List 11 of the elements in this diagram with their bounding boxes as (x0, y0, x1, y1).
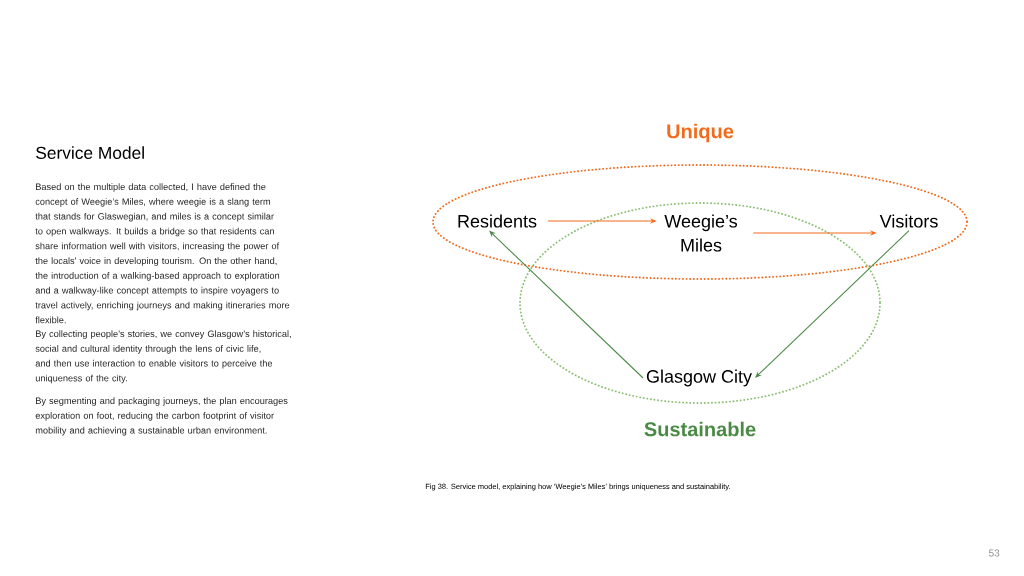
group-label: Unique (667, 123, 734, 143)
paragraph: Based on the multiple data collected, I have defined the concept of Weegie’s Miles, where weegie is a slang term that stands for Glaswegian, and miles is a concept similar to open walkways. It builds a bridge so that residents can share information well with visitors, increasing the power of the locals' voice in developing tourism. On the other hand, the introduction of a walking-based approach to exploration and a walkway-like concept attempts to inspire voyagers to travel actively, enriching journeys and making itineraries more flexible. (35, 183, 290, 324)
node-label: Visitors (879, 214, 938, 228)
heading: Service Model (36, 146, 144, 159)
paragraph: By segmenting and packaging journeys, the plan encourages exploration on foot, reducing the carbon footprint of visitor mobility and achieving a sustainable urban environment. (35, 397, 288, 436)
page-number: 53 (989, 549, 1000, 557)
node-label: Glasgow City (646, 369, 752, 387)
node-label: Weegie’s Miles (664, 214, 738, 252)
paragraph: By collecting people’s stories, we convey Glasgow’s historical, social and cultural identity through the lens of civic life, and then use interaction to enable visitors to perceive the uniqueness of the city. (35, 330, 291, 384)
node-label: Residents (458, 214, 537, 228)
group-label: Sustainable (644, 421, 756, 437)
